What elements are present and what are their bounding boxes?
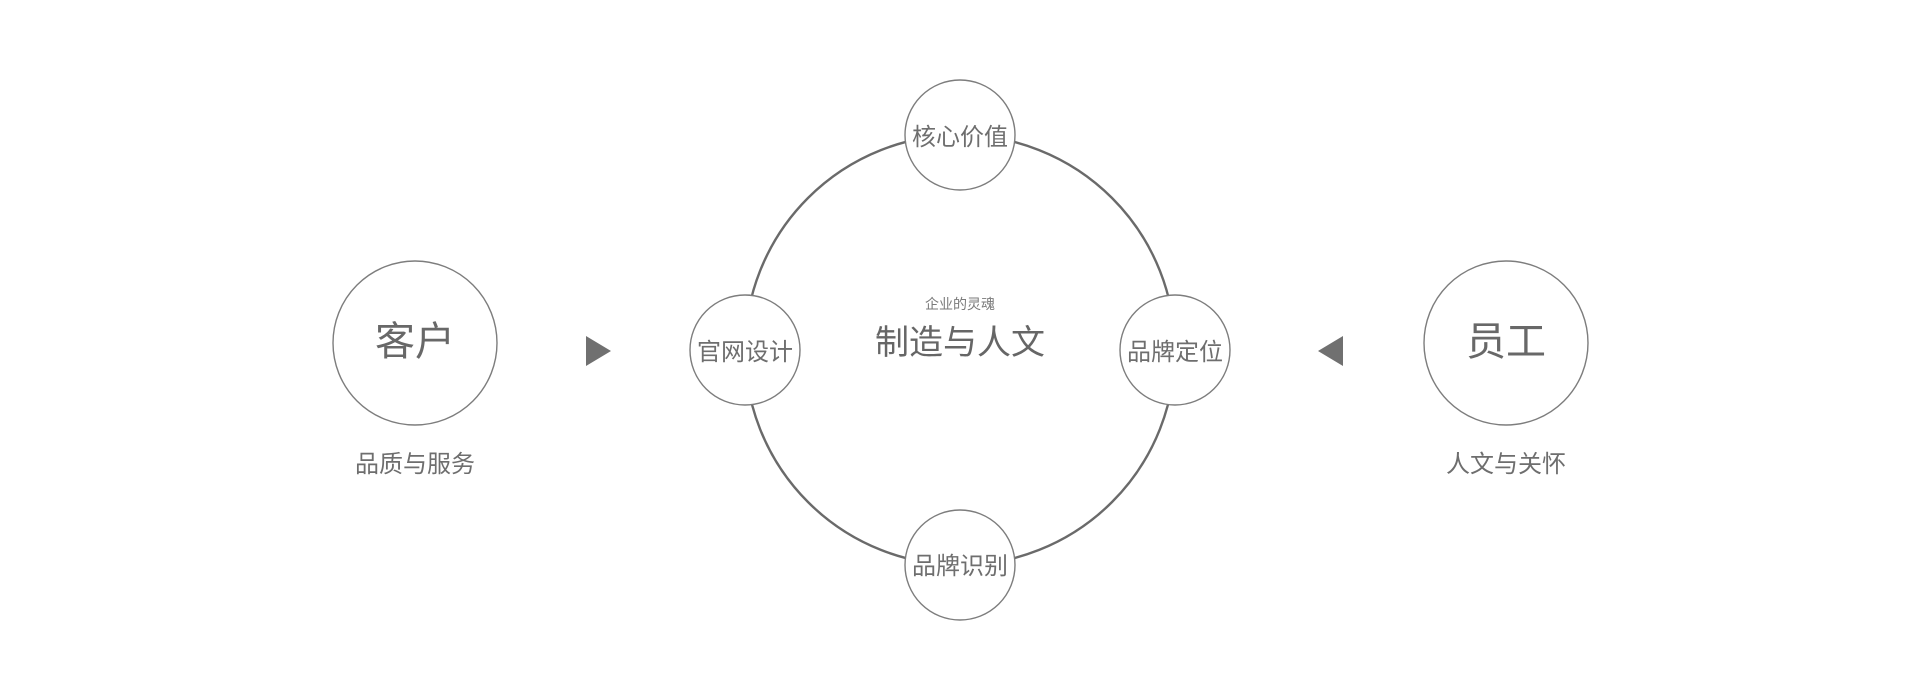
node-label-bottom: 品牌识别 [912, 552, 1008, 580]
node-circle-top [904, 79, 1016, 191]
node-circle-right [1119, 294, 1231, 406]
node-circle-bottom [904, 509, 1016, 621]
customer-circle [332, 260, 498, 426]
triangle-right-icon [586, 336, 611, 366]
triangle-left-icon [1318, 336, 1343, 366]
customer-subtitle: 品质与服务 [355, 450, 475, 478]
node-label-top: 核心价值 [912, 123, 1008, 151]
node-label-right: 品牌定位 [1127, 338, 1223, 366]
customer-title: 客户 [375, 319, 455, 365]
center-title: 制造与人文 [875, 323, 1045, 363]
node-label-left: 官网设计 [697, 338, 793, 366]
node-circle-left [689, 294, 801, 406]
employee-circle [1423, 260, 1589, 426]
employee-title: 员工 [1466, 319, 1546, 365]
employee-subtitle: 人文与关怀 [1446, 450, 1566, 478]
center-subtitle: 企业的灵魂 [925, 297, 995, 313]
